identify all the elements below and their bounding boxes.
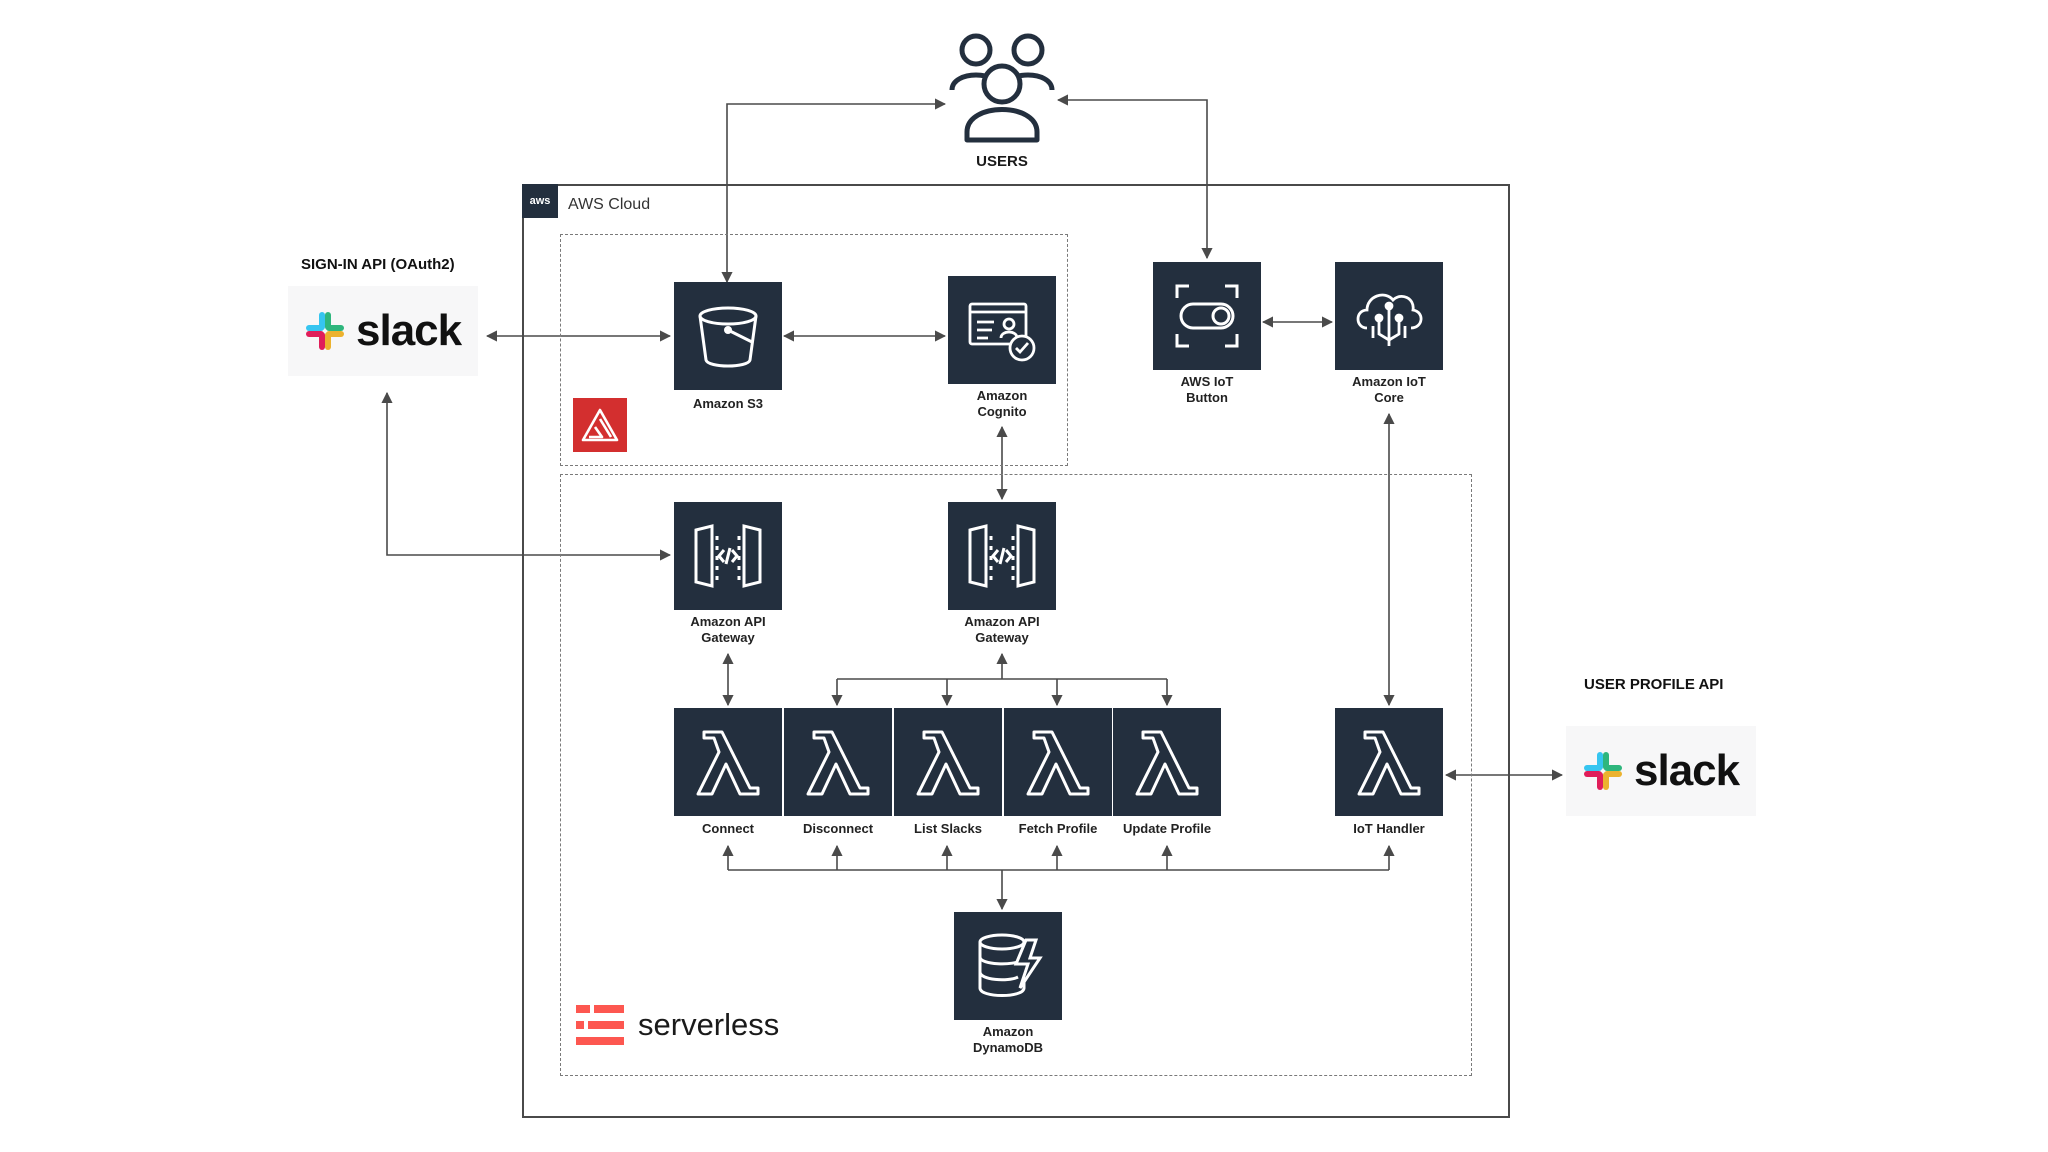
aws-cloud-label: AWS Cloud [568, 196, 651, 213]
lambda-connect-node [674, 708, 782, 816]
api-gateway-icon [694, 524, 762, 588]
slack-icon [1584, 752, 1622, 790]
slack-icon [306, 312, 344, 350]
aws-iot-button-label: AWS IoT Button [1132, 374, 1282, 406]
lambda-icon [1135, 730, 1199, 796]
edge-slack-apigw1 [381, 391, 672, 561]
iot-button-label-line1: AWS IoT [1180, 374, 1234, 389]
iot-core-label-line1: Amazon IoT [1352, 374, 1426, 389]
api-gateway-1-node [674, 502, 782, 610]
aws-cloud-frame: aws AWS Cloud [522, 184, 1510, 1118]
lambda-disconnect-label: Disconnect [802, 821, 874, 836]
api-gateway-2-label: Amazon API Gateway [927, 614, 1077, 646]
lambda-icon [1357, 730, 1421, 796]
serverless-logo: serverless [576, 1005, 779, 1045]
amplify-frame [560, 234, 1068, 466]
edge-users-iot-button [1056, 94, 1213, 260]
serverless-wordmark: serverless [638, 1007, 780, 1042]
amazon-cognito-node [948, 276, 1056, 384]
lambda-icon [806, 730, 870, 796]
profile-api-title: USER PROFILE API [1584, 676, 1724, 693]
s3-bucket-icon [698, 306, 758, 368]
users-group: USERS [940, 28, 1064, 170]
users-icon [949, 33, 1055, 143]
amazon-s3-node [674, 282, 782, 390]
dynamo-label-line2: DynamoDB [972, 1040, 1044, 1055]
aws-logo-icon: aws [522, 184, 558, 218]
lambda-fetch-profile-label: Fetch Profile [1018, 821, 1098, 836]
lambda-update-profile-node [1113, 708, 1221, 816]
lambda-iot-handler-label: IoT Handler [1353, 821, 1425, 836]
apigw1-label-line2: Gateway [701, 630, 755, 645]
api-gateway-2-node [948, 502, 1056, 610]
slack-wordmark: slack [356, 306, 462, 355]
amazon-dynamodb-node [954, 912, 1062, 1020]
aws-iot-button-node [1153, 262, 1261, 370]
apigw1-label-line1: Amazon API [690, 614, 766, 629]
amazon-s3-label: Amazon S3 [692, 396, 764, 411]
cognito-label-line2: Cognito [977, 404, 1027, 419]
lambda-disconnect-node [784, 708, 892, 816]
dynamodb-icon [978, 933, 1043, 997]
cognito-label-line1: Amazon [976, 388, 1028, 403]
amazon-dynamodb-label: Amazon DynamoDB [933, 1024, 1083, 1056]
apigw2-label-line1: Amazon API [964, 614, 1040, 629]
lambda-connect-label: Connect [702, 821, 754, 836]
iot-button-label-line2: Button [1186, 390, 1228, 405]
slack-wordmark: slack [1634, 746, 1740, 795]
amplify-logo-icon [573, 398, 627, 452]
dynamo-label-line1: Amazon [982, 1024, 1034, 1039]
amazon-iot-core-node [1335, 262, 1443, 370]
lambda-update-profile-label: Update Profile [1122, 821, 1212, 836]
lambda-fetch-profile-node [1004, 708, 1112, 816]
slack-profile-logo: slack [1566, 726, 1756, 816]
apigw2-label-line2: Gateway [975, 630, 1029, 645]
users-label: USERS [976, 153, 1028, 170]
amazon-iot-core-label: Amazon IoT Core [1314, 374, 1464, 406]
lambda-iot-handler-node [1335, 708, 1443, 816]
iot-button-icon [1175, 284, 1239, 348]
iot-core-label-line2: Core [1374, 390, 1404, 405]
cognito-id-card-icon [968, 302, 1036, 362]
iot-core-cloud-icon [1356, 293, 1423, 346]
signin-api-title: SIGN-IN API (OAuth2) [301, 256, 455, 273]
edge-users-s3 [721, 98, 947, 284]
lambda-icon [1026, 730, 1090, 796]
api-gateway-1-label: Amazon API Gateway [653, 614, 803, 646]
lambda-list-slacks-label: List Slacks [914, 821, 982, 836]
api-gateway-icon [968, 524, 1036, 588]
serverless-frame [560, 474, 1472, 1076]
lambda-icon [916, 730, 980, 796]
slack-signin-logo: slack [288, 286, 478, 376]
lambda-icon [696, 730, 760, 796]
amazon-cognito-label: Amazon Cognito [927, 388, 1077, 420]
lambda-list-slacks-node [894, 708, 1002, 816]
serverless-icon [576, 1005, 624, 1045]
